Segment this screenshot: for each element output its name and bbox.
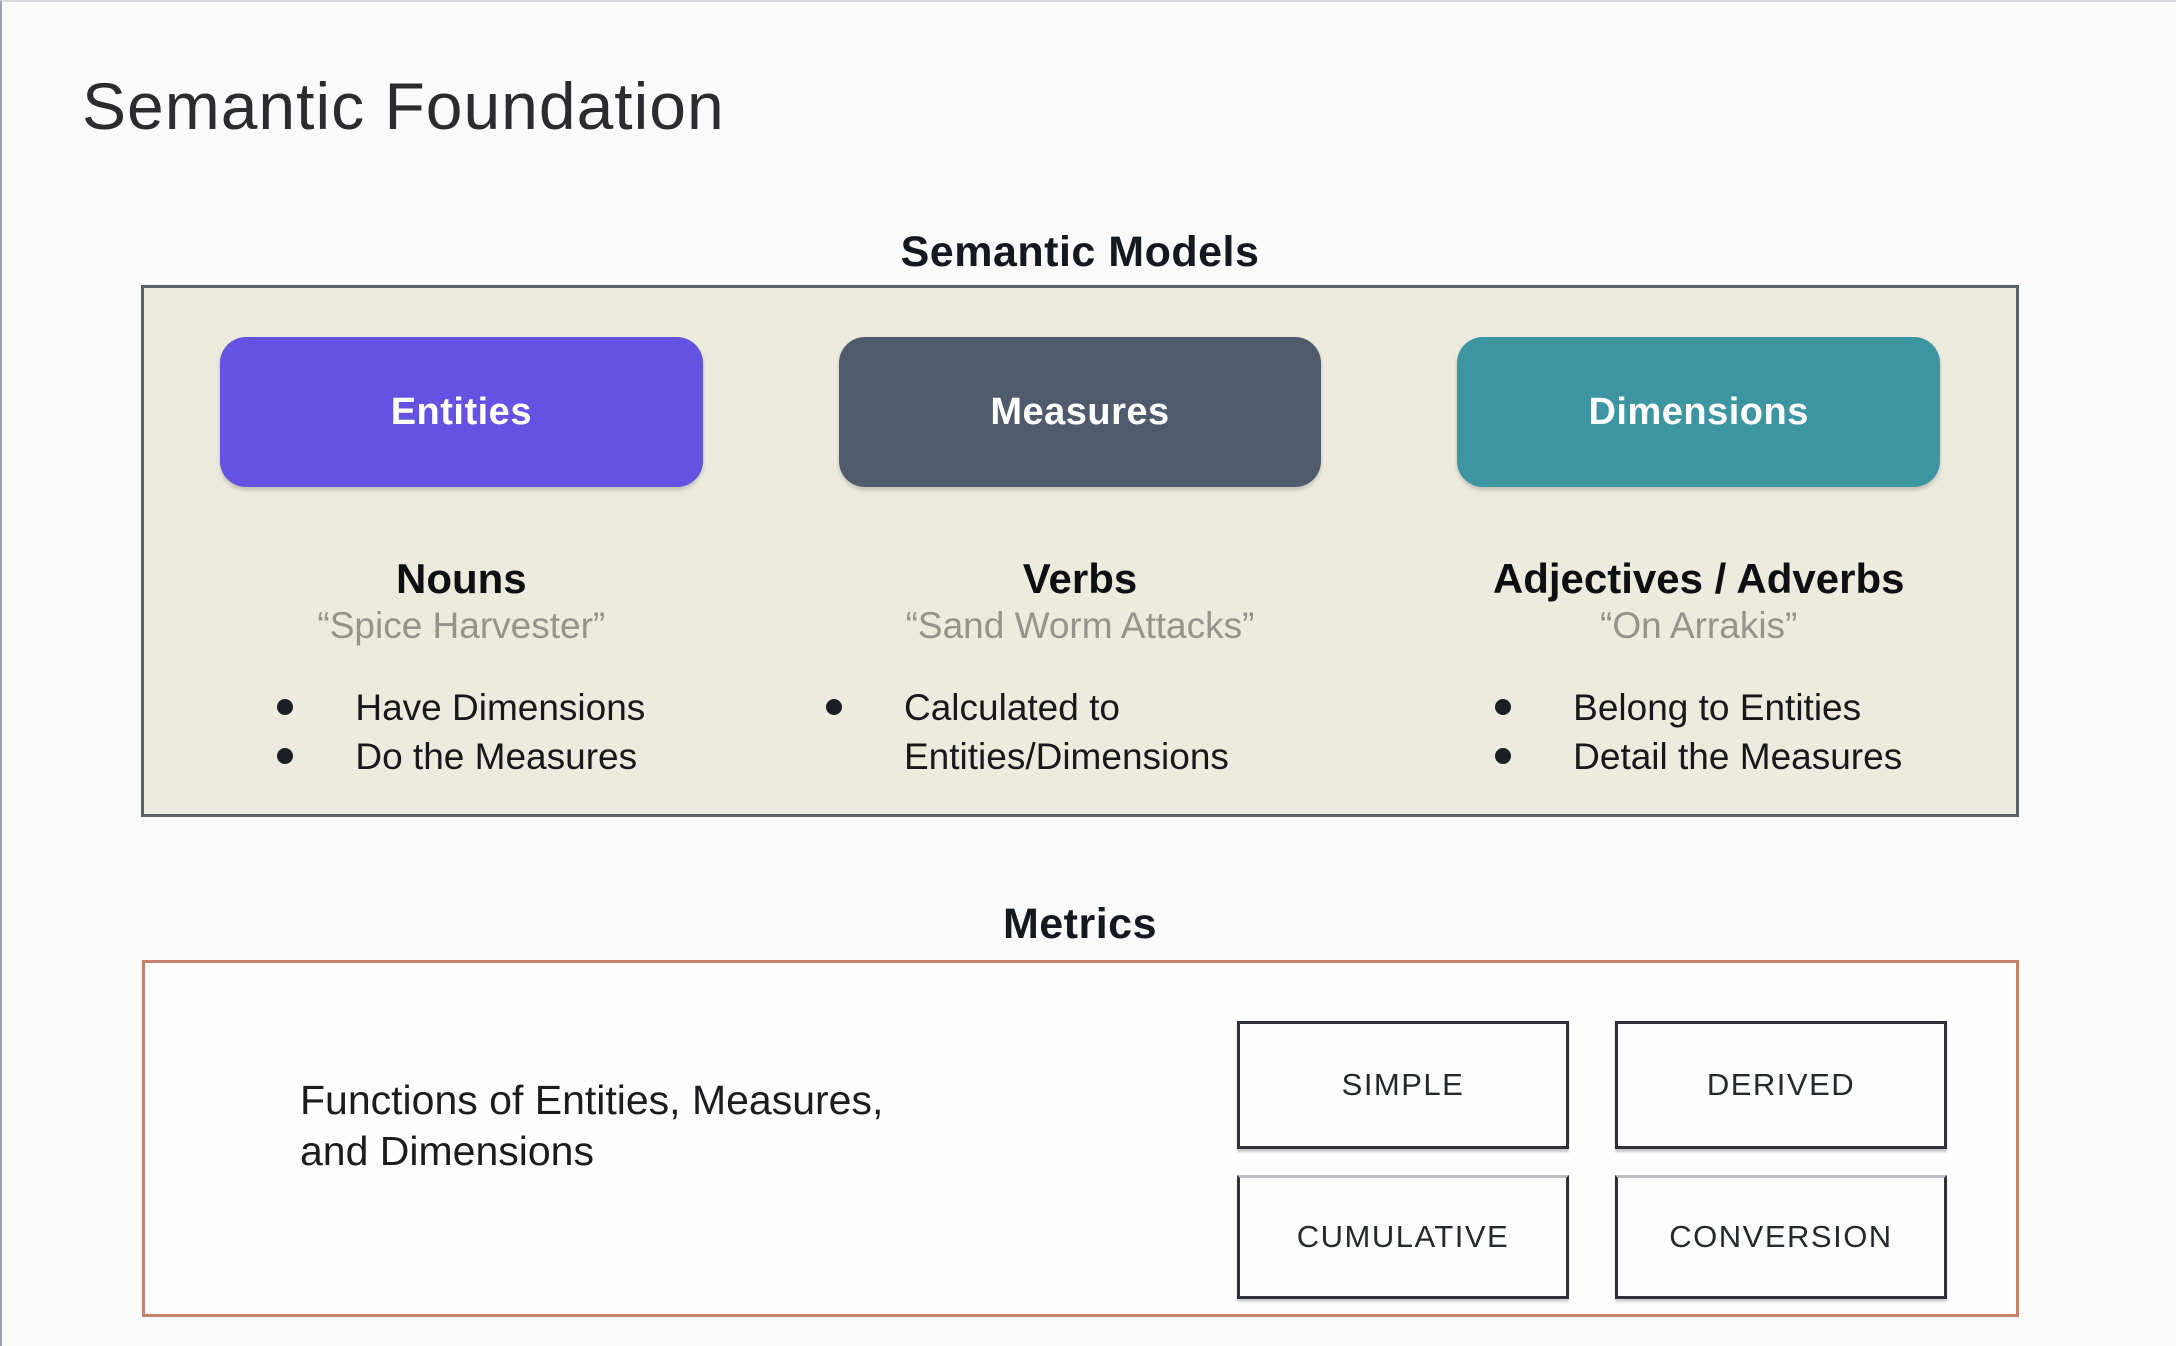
entities-bullet-list: Have Dimensions Do the Measures	[277, 683, 645, 781]
bullet-text: Calculated to Entities/Dimensions	[904, 687, 1229, 778]
metric-type-cumulative: CUMULATIVE	[1237, 1175, 1569, 1299]
page-title: Semantic Foundation	[82, 69, 725, 143]
bullet-dot-icon	[1495, 699, 1512, 716]
dimensions-pill: Dimensions	[1457, 337, 1940, 487]
bullet-dot-icon	[1495, 748, 1512, 765]
dimensions-example-quote: “On Arrakis”	[1600, 605, 1798, 647]
entities-part-of-speech: Nouns	[396, 555, 527, 602]
metric-types-grid: SIMPLE DERIVED CUMULATIVE CONVERSION	[1237, 1021, 1947, 1299]
semantic-models-heading: Semantic Models	[900, 228, 1260, 276]
bullet-text: Belong to Entities	[1573, 687, 1862, 729]
bullet-text: Detail the Measures	[1573, 736, 1903, 778]
list-item: Have Dimensions	[277, 683, 645, 732]
bullet-text: Have Dimensions	[355, 687, 646, 729]
semantic-column-entities: Entities Nouns “Spice Harvester” Have Di…	[152, 288, 771, 814]
metric-type-conversion: CONVERSION	[1615, 1175, 1947, 1299]
metric-type-derived: DERIVED	[1615, 1021, 1947, 1149]
metrics-panel: Functions of Entities, Measures, and Dim…	[142, 960, 2019, 1317]
entities-example-quote: “Spice Harvester”	[317, 605, 606, 647]
bullet-dot-icon	[277, 748, 294, 765]
semantic-column-dimensions: Dimensions Adjectives / Adverbs “On Arra…	[1389, 288, 2008, 814]
measures-part-of-speech: Verbs	[1022, 555, 1138, 602]
entities-pill: Entities	[220, 337, 703, 487]
measures-example-quote: “Sand Worm Attacks”	[905, 605, 1255, 647]
metric-type-simple: SIMPLE	[1237, 1021, 1569, 1149]
dimensions-bullet-list: Belong to Entities Detail the Measures	[1495, 683, 1902, 781]
list-item: Do the Measures	[277, 732, 645, 781]
measures-pill: Measures	[838, 337, 1322, 487]
bullet-dot-icon	[826, 699, 842, 716]
metrics-heading: Metrics	[1002, 900, 1158, 948]
list-item: Calculated to Entities/Dimensions	[826, 683, 1334, 781]
list-item: Belong to Entities	[1495, 683, 1902, 732]
dimensions-part-of-speech: Adjectives / Adverbs	[1492, 555, 1905, 602]
bullet-text: Do the Measures	[355, 736, 638, 778]
metrics-description: Functions of Entities, Measures, and Dim…	[300, 1077, 884, 1175]
measures-bullet-list: Calculated to Entities/Dimensions	[826, 683, 1334, 781]
semantic-models-panel: Entities Nouns “Spice Harvester” Have Di…	[141, 285, 2019, 817]
semantic-column-measures: Measures Verbs “Sand Worm Attacks” Calcu…	[771, 288, 1390, 814]
list-item: Detail the Measures	[1495, 732, 1902, 781]
bullet-dot-icon	[277, 699, 294, 716]
